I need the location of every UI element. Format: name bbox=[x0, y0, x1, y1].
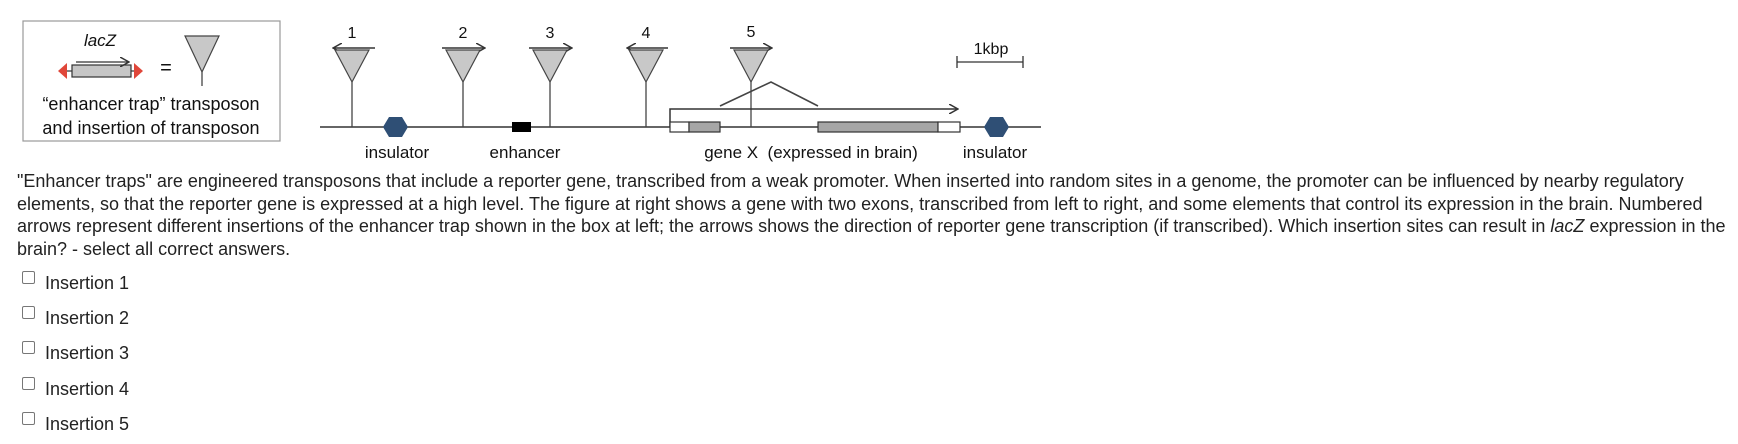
legend-lacz-label: lacZ bbox=[84, 31, 117, 50]
exon-2-coding bbox=[817, 121, 939, 133]
exon-2-utr bbox=[937, 121, 961, 133]
insulator-right-icon bbox=[984, 117, 1009, 137]
gene-x bbox=[669, 81, 961, 133]
promoter-arrow bbox=[669, 109, 957, 127]
legend-box: lacZ = “enhancer trap” transposon and in… bbox=[22, 20, 281, 142]
label-insulator-left: insulator bbox=[365, 143, 430, 162]
legend-equals: = bbox=[160, 57, 172, 79]
insulator-left-icon bbox=[383, 117, 408, 137]
insertion-5: 5 bbox=[730, 24, 771, 127]
insertion-2-number: 2 bbox=[459, 25, 468, 42]
option-label: Insertion 4 bbox=[45, 378, 130, 399]
insertion-2: 2 bbox=[442, 25, 484, 127]
enhancer-block bbox=[512, 122, 531, 132]
insertion-1-number: 1 bbox=[348, 25, 357, 42]
option-checkbox[interactable] bbox=[22, 306, 35, 320]
label-insulator-right: insulator bbox=[963, 143, 1028, 162]
intron-splice-line bbox=[719, 81, 819, 107]
question-text-italic: lacZ bbox=[1550, 216, 1585, 237]
scale-bar-label: 1kbp bbox=[974, 41, 1009, 58]
question-text: "Enhancer traps" are engineered transpos… bbox=[17, 170, 1735, 260]
exon-1-utr bbox=[669, 121, 690, 133]
scale-bar: 1kbp bbox=[956, 41, 1024, 68]
insertion-5-number: 5 bbox=[747, 24, 756, 41]
transposon-icon bbox=[58, 62, 143, 79]
insertion-4-number: 4 bbox=[642, 25, 651, 42]
option-label: Insertion 3 bbox=[45, 343, 130, 364]
label-enhancer: enhancer bbox=[490, 143, 561, 162]
insertion-symbol-icon bbox=[184, 35, 220, 86]
option-label: Insertion 2 bbox=[45, 308, 130, 329]
option-checkbox[interactable] bbox=[22, 411, 35, 425]
insertion-3: 3 bbox=[529, 25, 571, 127]
legend-caption-line1: “enhancer trap” transposon bbox=[42, 94, 259, 114]
option-label: Insertion 1 bbox=[45, 273, 130, 293]
option-checkbox[interactable] bbox=[22, 341, 35, 355]
label-gene-x: gene X (expressed in brain) bbox=[704, 143, 918, 162]
enhancer-trap-figure: lacZ = “enhancer trap” transposon and in… bbox=[22, 20, 1041, 162]
insertion-1: 1 bbox=[334, 25, 375, 127]
option-label: Insertion 5 bbox=[45, 413, 130, 434]
question-text-main: "Enhancer traps" are engineered transpos… bbox=[17, 171, 1703, 237]
option-checkbox[interactable] bbox=[22, 376, 35, 390]
question-text-tail: expression in the brain? - select all co… bbox=[17, 216, 1726, 259]
exon-1-coding bbox=[688, 121, 721, 133]
insertion-3-number: 3 bbox=[546, 25, 555, 42]
insertion-4: 4 bbox=[628, 25, 668, 127]
legend-caption-line2: and insertion of transposon bbox=[42, 118, 259, 138]
option-checkbox[interactable] bbox=[22, 271, 35, 284]
